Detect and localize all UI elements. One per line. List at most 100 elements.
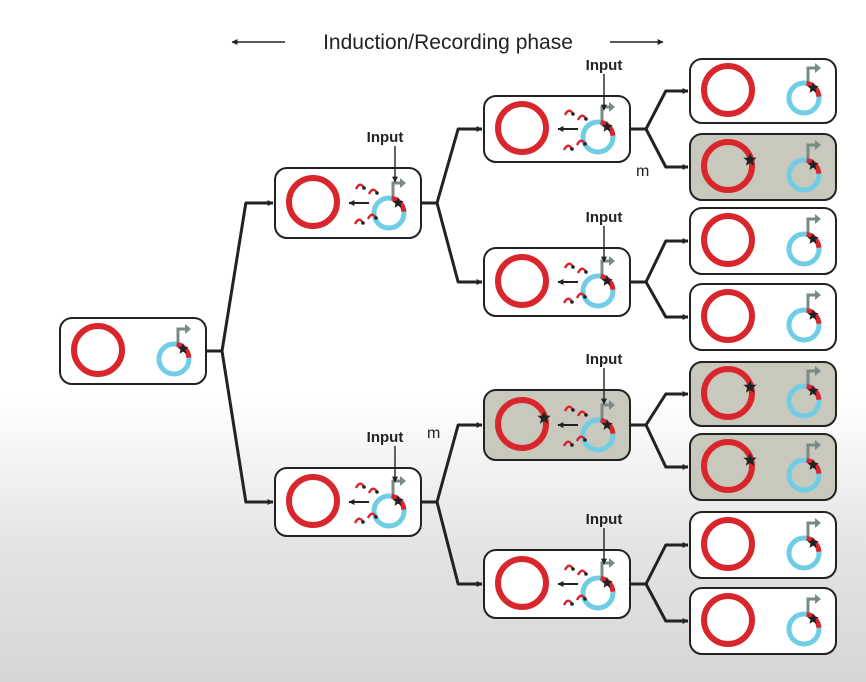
cell-membrane <box>689 207 837 275</box>
cell-membrane <box>689 283 837 351</box>
chromosome-ring-icon <box>701 366 755 420</box>
chromosome-ring-icon <box>71 323 125 377</box>
cell-gen2 <box>483 247 631 317</box>
recombinase-dot <box>375 490 379 494</box>
branch-arrow <box>644 391 689 426</box>
promoter-arrowhead <box>815 214 821 224</box>
promoter-arrow-icon <box>806 293 816 308</box>
branch-arrow <box>435 126 483 204</box>
plasmid-ring-icon <box>371 195 407 231</box>
cell-membrane <box>59 317 207 385</box>
recombinase-dot <box>374 216 378 220</box>
plasmid-ring-icon <box>580 575 616 611</box>
input-label: Input <box>586 57 623 74</box>
chromosome-ring-icon <box>701 517 755 571</box>
plasmid-mark-icon <box>601 419 613 430</box>
plasmid-ring-icon <box>371 493 407 529</box>
branch-arrow <box>644 281 689 320</box>
promoter-arrow-icon <box>806 369 816 384</box>
recombinase-dot <box>571 567 575 571</box>
chromosome-ring-icon <box>701 63 755 117</box>
promoter-arrowhead <box>400 476 406 486</box>
branch-arrow <box>644 238 689 283</box>
lineage-connectors <box>206 88 689 624</box>
promoter-arrowhead <box>815 366 821 376</box>
recombinase-dot <box>583 438 587 442</box>
cell-gen1 <box>274 467 422 537</box>
plasmid-ring-icon <box>786 535 822 571</box>
recombinase-dot <box>374 515 378 519</box>
recombinase-dot <box>570 300 574 304</box>
chromosome-ring-icon <box>701 439 755 493</box>
mutation-star-icon <box>743 153 757 166</box>
chromosome-ring-icon <box>495 556 549 610</box>
recombinase-dot <box>361 221 365 225</box>
plasmid-mark-icon <box>807 233 819 244</box>
promoter-arrow-icon <box>806 443 816 458</box>
promoter-arrow-icon <box>600 403 610 418</box>
promoter-arrow-icon <box>806 597 816 612</box>
cell-membrane <box>689 511 837 579</box>
chromosome-ring-icon <box>701 213 755 267</box>
cell-gen3 <box>689 58 837 124</box>
cell-membrane <box>689 587 837 655</box>
plasmid-mark-icon <box>807 159 819 170</box>
input-label: Input <box>367 429 404 446</box>
mutation-star-icon <box>537 411 551 424</box>
plasmid-ring-icon <box>786 383 822 419</box>
chromosome-ring-icon <box>701 289 755 343</box>
recombinase-dot <box>584 117 588 121</box>
plasmid-mark-icon <box>807 613 819 624</box>
cell-membrane <box>689 133 837 201</box>
plasmid-ring-icon <box>580 273 616 309</box>
input-label: Input <box>367 129 404 146</box>
phase-header: Induction/Recording phase <box>231 31 664 54</box>
cell-membrane <box>483 389 631 461</box>
chromosome-ring-icon <box>495 254 549 308</box>
plasmid-mark-icon <box>807 537 819 548</box>
plasmid-ring-icon <box>580 417 616 453</box>
branch-arrow <box>644 542 689 585</box>
cell-membrane <box>274 167 422 239</box>
promoter-arrowhead <box>815 290 821 300</box>
cell-gen3 <box>689 361 837 427</box>
promoter-arrowhead <box>815 440 821 450</box>
recombinase-dot <box>571 265 575 269</box>
plasmid-ring-icon <box>786 80 822 116</box>
cells <box>59 58 837 655</box>
plasmid-ring-icon <box>786 611 822 647</box>
promoter-arrow-icon <box>806 217 816 232</box>
plasmid-mark-icon <box>392 197 404 208</box>
branch-arrow <box>644 424 689 470</box>
cell-membrane <box>274 467 422 537</box>
plasmid-mark-icon <box>177 343 189 354</box>
recombinase-dot <box>571 408 575 412</box>
promoter-arrow-icon <box>806 143 816 158</box>
plasmid-ring-icon <box>786 457 822 493</box>
promoter-arrowhead <box>609 558 615 568</box>
plasmid-mark-icon <box>601 121 613 132</box>
cell-gen1 <box>274 167 422 239</box>
plasmid-mark-icon <box>601 577 613 588</box>
plasmid-ring-icon <box>786 157 822 193</box>
plasmid-ring-icon <box>786 231 822 267</box>
chromosome-ring-icon <box>495 101 549 155</box>
plasmid-mark-icon <box>807 385 819 396</box>
branch-arrow <box>435 202 483 285</box>
cell-gen3 <box>689 133 837 201</box>
mutation-label: m <box>427 425 440 442</box>
cell-membrane <box>483 549 631 619</box>
plasmid-ring-icon <box>580 119 616 155</box>
plasmid-mark-icon <box>601 275 613 286</box>
branch-arrow <box>220 350 274 505</box>
cell-gen2 <box>483 389 631 461</box>
chromosome-ring-icon <box>701 593 755 647</box>
recombinase-dot <box>362 485 366 489</box>
promoter-arrowhead <box>185 324 191 334</box>
phase-title: Induction/Recording phase <box>323 31 573 54</box>
promoter-arrow-icon <box>806 66 816 81</box>
recombinase-dot <box>583 597 587 601</box>
promoter-arrowhead <box>609 256 615 266</box>
